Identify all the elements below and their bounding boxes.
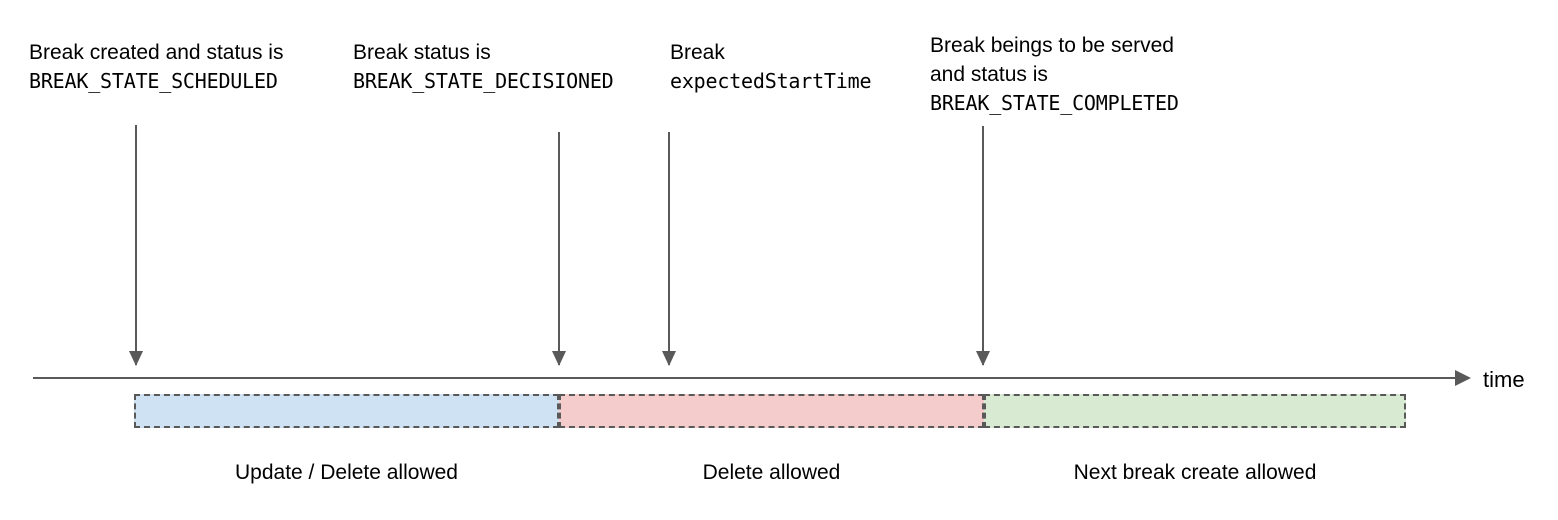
time-axis-label: time <box>1483 367 1525 392</box>
phase-bar-next-create <box>984 394 1406 428</box>
marker-arrow-head-icon <box>129 351 143 366</box>
marker-arrow-shaft <box>558 132 560 365</box>
time-axis-line <box>33 377 1457 379</box>
annotation-completed-line-1: Break beings to be served <box>930 34 1174 57</box>
annotation-decisioned: Break status is BREAK_STATE_DECISIONED <box>353 38 614 96</box>
annotation-expected-start-line-2: expectedStartTime <box>670 69 872 93</box>
marker-arrow-shaft <box>982 126 984 365</box>
time-axis-arrow-icon <box>1455 370 1471 386</box>
phase-bar-update-delete <box>134 394 559 428</box>
annotation-completed-line-2: and status is <box>930 63 1048 86</box>
phase-bar-delete <box>559 394 984 428</box>
caption-delete: Delete allowed <box>702 461 841 484</box>
marker-arrow-decisioned <box>550 132 568 366</box>
annotation-decisioned-line-1: Break status is <box>353 41 491 64</box>
annotation-decisioned-line-2: BREAK_STATE_DECISIONED <box>353 69 614 93</box>
annotation-scheduled-line-1: Break created and status is <box>29 41 284 64</box>
marker-arrow-expected-start <box>660 132 678 366</box>
annotation-scheduled-line-2: BREAK_STATE_SCHEDULED <box>29 69 278 93</box>
caption-next-create: Next break create allowed <box>1073 461 1317 484</box>
marker-arrow-scheduled <box>127 125 145 366</box>
marker-arrow-shaft <box>135 125 137 365</box>
annotation-scheduled: Break created and status is BREAK_STATE_… <box>29 38 283 96</box>
annotation-completed-line-3: BREAK_STATE_COMPLETED <box>930 91 1179 115</box>
annotation-expected-start: Break expectedStartTime <box>670 38 872 96</box>
marker-arrow-head-icon <box>976 351 990 366</box>
annotation-completed: Break beings to be served and status is … <box>930 31 1179 118</box>
annotation-expected-start-line-1: Break <box>670 41 725 64</box>
marker-arrow-completed <box>974 126 992 366</box>
marker-arrow-head-icon <box>662 351 676 366</box>
marker-arrow-shaft <box>668 132 670 365</box>
caption-update-delete: Update / Delete allowed <box>235 461 458 484</box>
marker-arrow-head-icon <box>552 351 566 366</box>
